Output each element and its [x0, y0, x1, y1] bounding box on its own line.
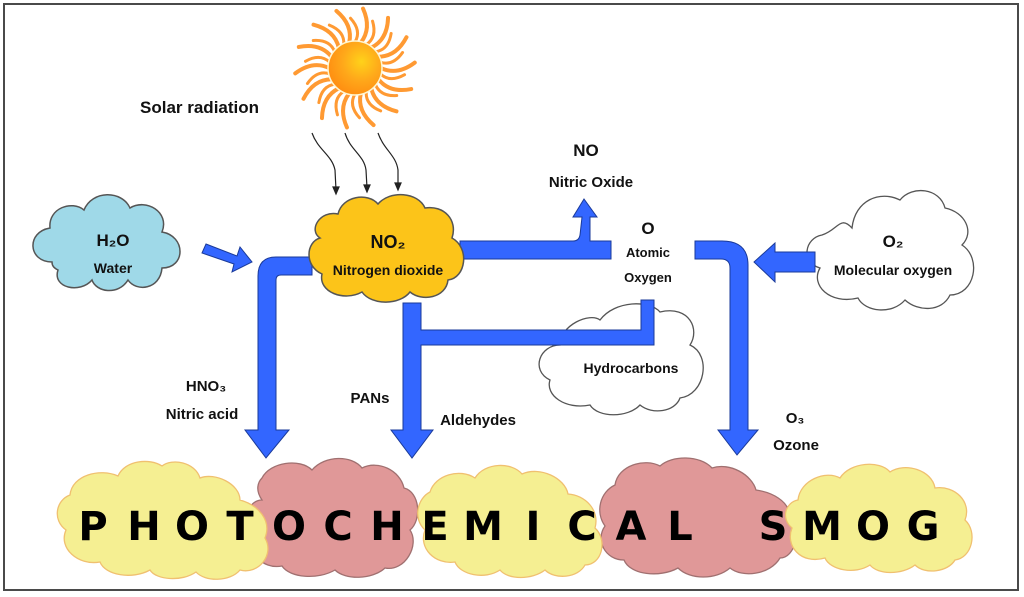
- sun-ray: [379, 60, 417, 73]
- o3-name: Ozone: [773, 437, 819, 454]
- sun-ray: [334, 8, 352, 45]
- sun-ray: [373, 31, 393, 54]
- sun-ray: [376, 35, 409, 59]
- water-formula: H₂O: [96, 231, 129, 250]
- hno3-formula: HNO₃: [186, 378, 226, 395]
- sun-ray: [358, 6, 369, 45]
- water-cloud: [32, 194, 181, 292]
- sun-ray: [376, 77, 414, 93]
- no2-name: Nitrogen dioxide: [333, 262, 444, 278]
- smog-cloud-pink-2: [599, 457, 797, 578]
- smog-cloud-yellow-3: [784, 463, 973, 574]
- arrow-no2-to-no: [459, 198, 612, 260]
- sun-ray: [378, 51, 405, 65]
- banner-letter: C: [323, 504, 352, 550]
- radiation-arrows: [311, 132, 402, 196]
- no-formula: NO: [573, 141, 599, 160]
- arrow-water-to-no2: [201, 243, 253, 273]
- banner-letter: C: [567, 504, 596, 550]
- sun-ray: [364, 19, 376, 47]
- banner-letter: H: [127, 504, 160, 550]
- atomic-oxygen-formula: O: [641, 219, 654, 238]
- smog-cloud-yellow-2: [417, 464, 603, 579]
- banner-letter: O: [272, 504, 306, 550]
- arrow-no2-to-hno3: [244, 256, 313, 459]
- banner-letter: O: [856, 504, 890, 550]
- arrow-atomic-oxygen-to-o3: [694, 240, 760, 456]
- sun-ray: [364, 89, 383, 113]
- banner-letter: T: [226, 504, 254, 550]
- sun-ray: [303, 55, 332, 64]
- aldehydes-label: Aldehydes: [440, 412, 516, 429]
- smog-clouds: [56, 457, 973, 580]
- sun-ray: [293, 63, 331, 76]
- o2-name: Molecular oxygen: [834, 262, 952, 278]
- arrow-no2-to-pans: [390, 299, 655, 459]
- water-name: Water: [94, 260, 133, 276]
- sun-ray: [319, 86, 341, 121]
- flow-arrows: [201, 198, 816, 459]
- sun-ray: [311, 38, 337, 54]
- smog-cloud-yellow-1: [56, 460, 269, 580]
- banner-letter: S: [759, 504, 788, 550]
- solar-radiation-label: Solar radiation: [140, 98, 259, 117]
- o3-formula: O₃: [786, 410, 805, 427]
- sun-ray: [350, 92, 361, 120]
- arrow-o2-to-o3: [753, 241, 816, 284]
- atomic-oxygen-name-line2: Oxygen: [624, 270, 672, 285]
- banner-letter: L: [667, 504, 693, 550]
- banner-letter: M: [463, 504, 503, 550]
- hydrocarbons-name: Hydrocarbons: [584, 360, 679, 376]
- o2-formula: O₂: [883, 232, 904, 251]
- sun-ray: [369, 86, 399, 114]
- atomic-oxygen-name-line1: Atomic: [626, 245, 670, 260]
- sun-ray: [305, 71, 332, 85]
- molecular-oxygen-cloud: [806, 189, 975, 311]
- banner-letter: E: [421, 504, 448, 550]
- no2-formula: NO₂: [371, 232, 406, 252]
- banner-letter: G: [907, 504, 940, 550]
- sun-ray: [296, 43, 334, 59]
- sun-ray: [341, 91, 352, 130]
- banner-letter: O: [175, 504, 209, 550]
- sun-ray: [373, 82, 399, 98]
- sun-ray: [327, 23, 346, 47]
- sun-ray: [349, 16, 360, 44]
- banner-letter: H: [370, 504, 403, 550]
- banner-letter: P: [78, 504, 107, 550]
- sun-ray: [301, 77, 334, 101]
- no-name: Nitric Oxide: [549, 174, 633, 191]
- hno3-name: Nitric acid: [166, 406, 239, 423]
- sun-ray: [358, 91, 376, 128]
- sun-ray: [334, 89, 346, 117]
- sun-ray: [378, 72, 407, 81]
- sun-icon: [293, 6, 417, 130]
- sun-ray: [317, 82, 337, 105]
- banner-letter: A: [616, 504, 647, 550]
- sun-ray: [311, 22, 341, 50]
- no2-cloud: [308, 194, 465, 303]
- banner-letter: I: [526, 504, 541, 550]
- sun-ray: [369, 15, 391, 50]
- banner-letter: M: [802, 504, 842, 550]
- pans-label: PANs: [351, 390, 390, 407]
